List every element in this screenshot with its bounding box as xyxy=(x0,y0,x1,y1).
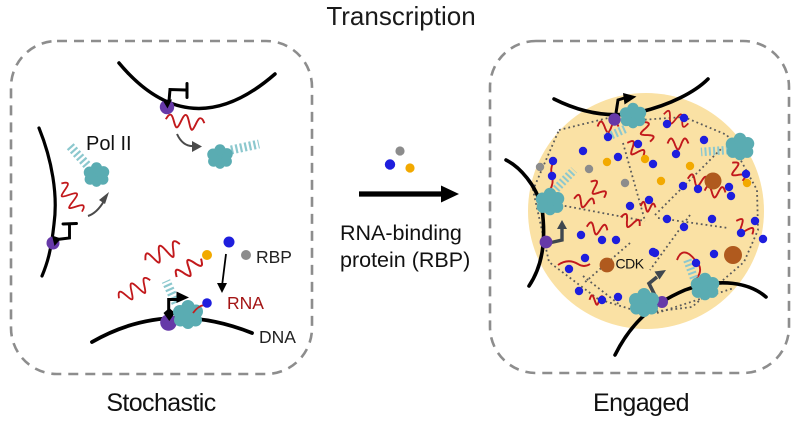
svg-text:RNA-binding: RNA-binding xyxy=(340,221,462,245)
svg-text:DNA: DNA xyxy=(259,327,296,347)
svg-text:Transcription: Transcription xyxy=(326,1,475,31)
svg-text:Engaged: Engaged xyxy=(593,389,689,417)
svg-text:RBP: RBP xyxy=(256,247,292,267)
svg-text:CDK: CDK xyxy=(616,256,645,272)
svg-text:RNA: RNA xyxy=(227,293,264,313)
svg-text:Pol II: Pol II xyxy=(86,133,132,155)
svg-text:Stochastic: Stochastic xyxy=(106,389,215,417)
svg-text:protein (RBP): protein (RBP) xyxy=(340,248,470,272)
